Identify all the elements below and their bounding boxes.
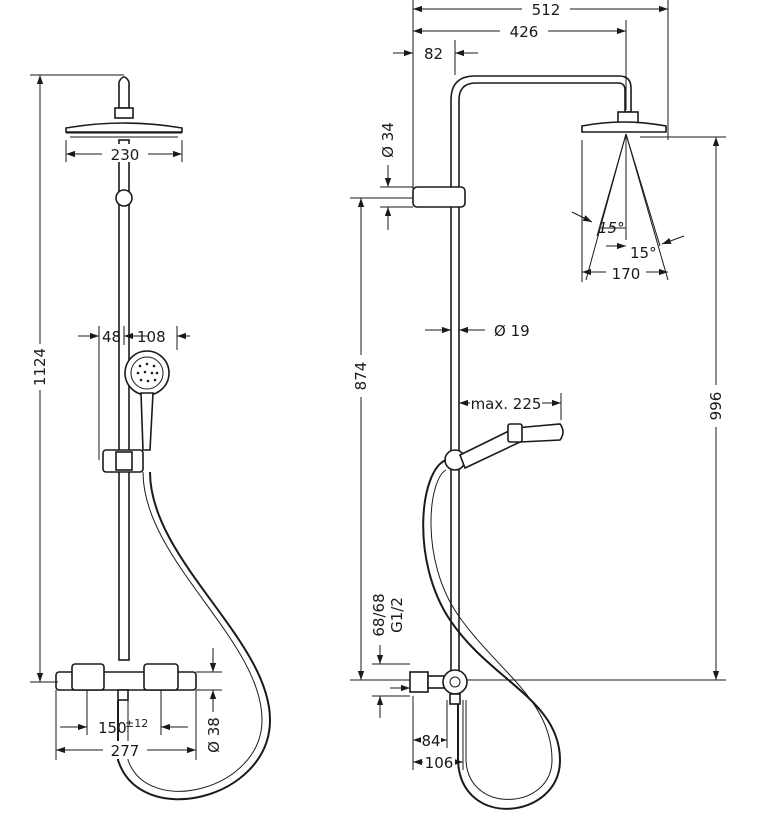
side-riser-arm <box>450 75 632 681</box>
side-dim-head-height: 996 <box>707 392 725 421</box>
front-dim-inlet-tolerance: ±12 <box>125 717 148 730</box>
side-dim-angle-right: 15° <box>630 244 657 262</box>
front-dim-mixer-width: 277 <box>111 742 140 760</box>
front-rail-top-cap <box>118 76 130 109</box>
front-hose <box>117 471 272 801</box>
side-dim-spray-width: 170 <box>612 265 641 283</box>
front-shower-head <box>65 122 183 133</box>
side-rail-bracket <box>412 186 466 208</box>
side-shower-head <box>581 121 667 133</box>
front-head-joint <box>114 107 134 119</box>
front-dim-handshower-width: 108 <box>137 328 166 346</box>
side-dim-rail-diameter: Ø 19 <box>494 322 530 340</box>
side-dim-thread: G1/2 <box>388 597 406 633</box>
front-dim-mixer-diameter: Ø 38 <box>205 717 223 753</box>
side-view: 512 426 82 Ø 34 874 Ø 19 max. 225 <box>350 0 726 810</box>
side-dim-wall-offset: 82 <box>424 45 443 63</box>
front-hand-shower-handle <box>140 392 154 451</box>
front-mixer-outlet <box>117 689 129 701</box>
side-dim-connection-84: 84 <box>421 732 440 750</box>
side-dim-handshower-reach: max. 225 <box>471 395 542 413</box>
front-shower-rail <box>118 139 130 661</box>
front-mixer-handle-left <box>71 663 105 691</box>
front-dim-handshower-offset: 48 <box>102 328 121 346</box>
side-dim-angle-left: 15° <box>598 219 625 237</box>
front-rail-bracket <box>115 189 133 207</box>
front-dim-inlet-spacing: 150 <box>98 719 127 737</box>
front-hand-shower-head <box>124 350 170 396</box>
front-mixer-handle-right <box>143 663 179 691</box>
side-dim-arm-reach: 426 <box>510 23 539 41</box>
side-dim-overall-reach: 512 <box>532 1 561 19</box>
side-dim-connection-spacing: 68/68 <box>370 593 388 636</box>
side-mixer-body <box>442 669 468 695</box>
front-dim-head-width: 230 <box>111 146 140 164</box>
front-hand-shower-nozzles <box>136 362 159 383</box>
front-slider-clamp <box>115 451 133 471</box>
side-dim-rail-height: 874 <box>352 362 370 391</box>
side-dim-bracket-diameter: Ø 34 <box>379 122 397 158</box>
side-dim-connection-106: 106 <box>425 754 454 772</box>
side-hand-shower-cap <box>507 423 523 443</box>
front-view: 1124 230 48 108 150 ±12 277 Ø 38 <box>30 74 272 801</box>
side-mixer-connector <box>409 671 429 693</box>
front-dim-height: 1124 <box>31 348 49 386</box>
side-mixer-outlet <box>449 693 461 705</box>
side-hand-shower <box>458 423 564 470</box>
